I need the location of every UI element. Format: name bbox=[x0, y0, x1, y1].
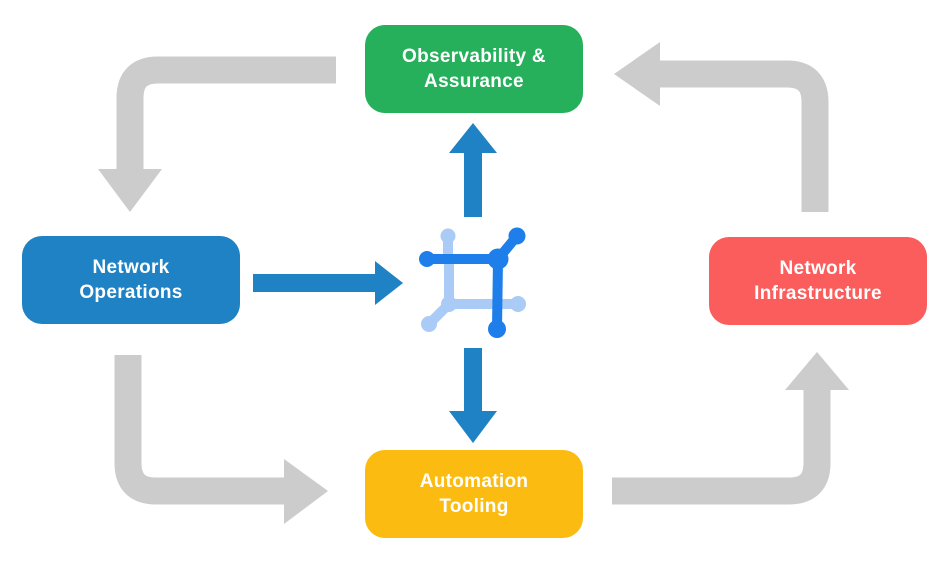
flow-arrows-group bbox=[253, 152, 482, 412]
arrowhead-up-icon bbox=[449, 123, 497, 153]
node-automation-label: Automation Tooling bbox=[419, 470, 529, 517]
network-node-icon bbox=[419, 227, 526, 338]
arrowhead-right-icon bbox=[284, 459, 328, 524]
arrowhead-down-icon bbox=[98, 169, 162, 212]
cycle-arrow-operations-to-automation bbox=[114, 355, 286, 505]
cycle-arrow-infrastructure-to-observability bbox=[658, 60, 829, 212]
cycle-arrow-automation-to-infrastructure bbox=[612, 388, 831, 505]
node-infrastructure-label: Network Infrastructure bbox=[754, 257, 882, 304]
node-operations-label: Network Operations bbox=[79, 256, 183, 303]
cycle-arrow-observability-to-operations bbox=[116, 56, 336, 171]
cycle-arrowheads-group bbox=[98, 42, 849, 524]
arrowhead-right-icon bbox=[375, 261, 403, 305]
node-observability-label: Observability & Assurance bbox=[402, 45, 546, 92]
node-observability-assurance: Observability & Assurance bbox=[365, 25, 583, 113]
arrowhead-left-icon bbox=[614, 42, 660, 106]
node-network-operations: Network Operations bbox=[22, 236, 240, 324]
arrowhead-down-icon bbox=[449, 411, 497, 443]
node-automation-tooling: Automation Tooling bbox=[365, 450, 583, 538]
cycle-arrows-group bbox=[114, 56, 831, 505]
flow-arrowheads-group bbox=[375, 123, 497, 443]
arrowhead-up-icon bbox=[785, 352, 849, 390]
node-network-infrastructure: Network Infrastructure bbox=[709, 237, 927, 325]
